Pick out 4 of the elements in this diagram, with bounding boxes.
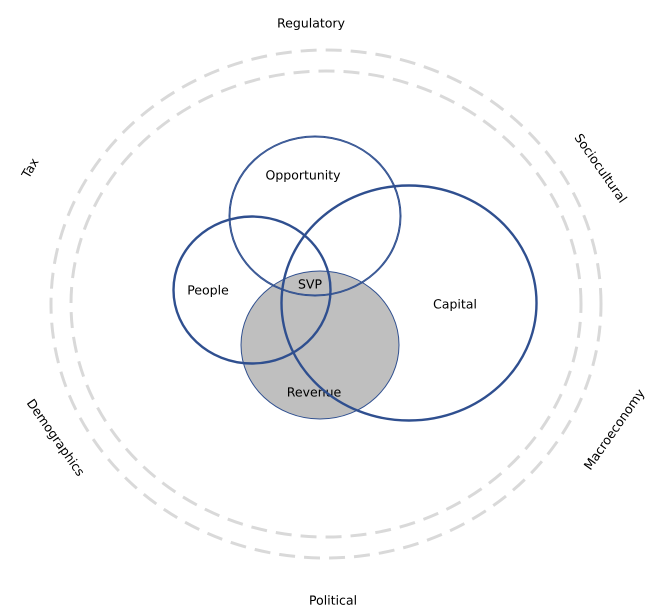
- outer-label: Political: [310, 595, 356, 605]
- outer-label: SVP: [298, 279, 322, 289]
- outer-label: Tax: [20, 158, 39, 176]
- outer-label: Regulatory: [278, 18, 345, 30]
